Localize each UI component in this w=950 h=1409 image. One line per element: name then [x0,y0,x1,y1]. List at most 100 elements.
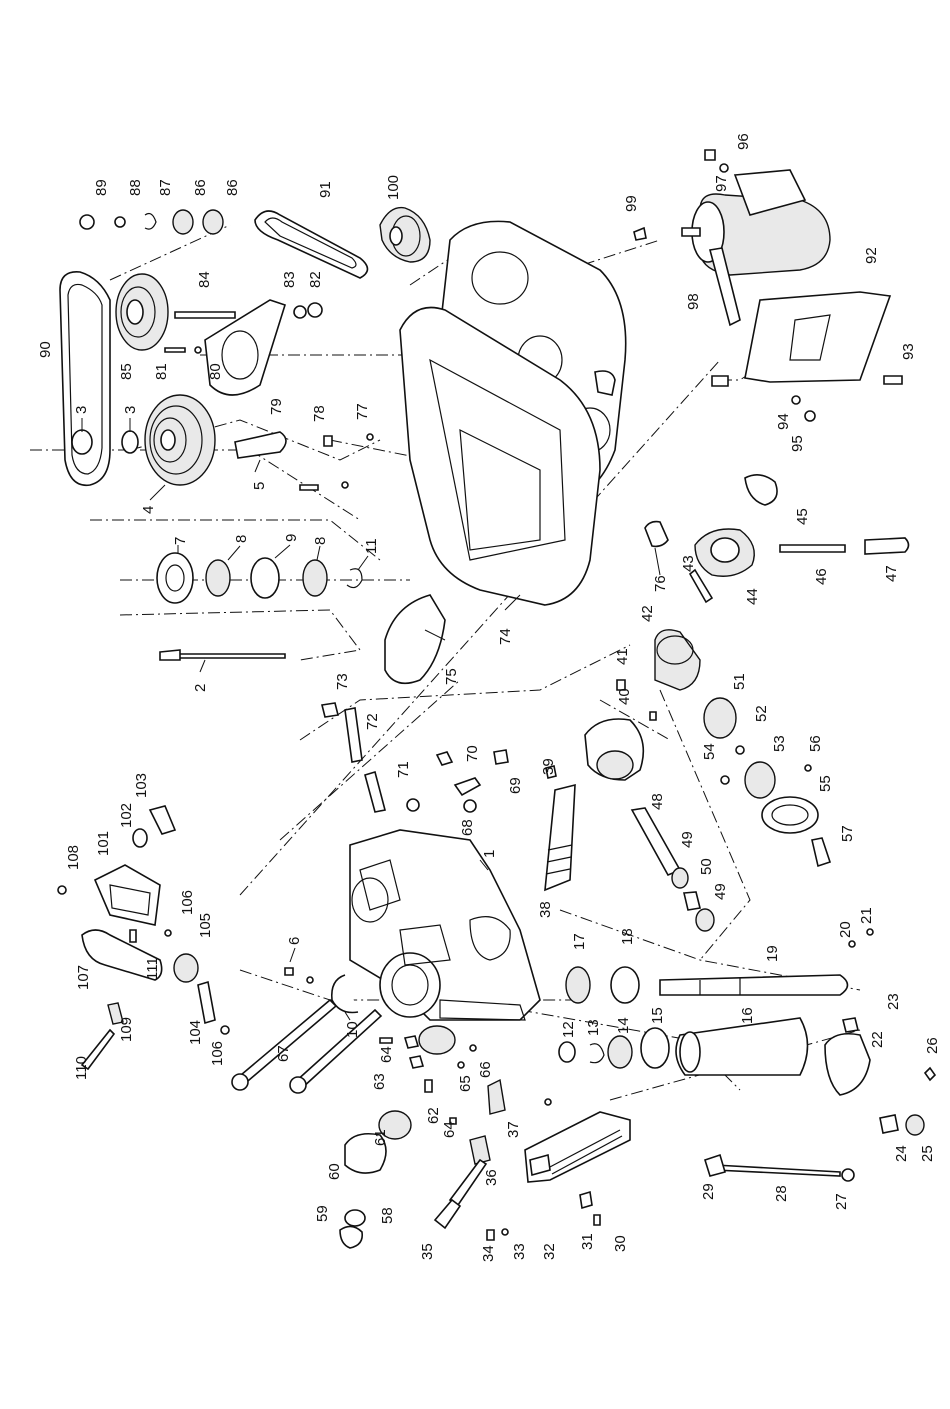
screw-24 [879,1114,899,1134]
washer-59 [344,1209,366,1227]
callout-38: 38 [537,901,554,918]
callout-58: 58 [379,1207,396,1224]
screw-78 [323,435,333,447]
callout-94: 94 [775,413,792,430]
sleeve-109 [107,1002,124,1025]
bolt-81 [164,347,186,353]
callout-31: 31 [579,1233,596,1250]
callout-21: 21 [858,907,875,924]
lower-hardware [339,1025,477,1249]
bearing-14 [607,1035,633,1069]
quill-16 [675,1017,809,1076]
callout-65: 65 [457,1075,474,1092]
callout-20: 20 [837,921,854,938]
guard-body [399,306,601,606]
spindle-19 [659,974,849,996]
callout-55: 55 [817,775,834,792]
nut-82 [307,302,323,318]
callout-8: 8 [233,535,250,543]
callout-91: 91 [317,181,334,198]
callout-78: 78 [311,405,328,422]
depth-stop-assembly [703,697,832,868]
callout-17: 17 [571,933,588,950]
bearing-17 [565,966,591,1004]
callout-23: 23 [885,993,902,1010]
bearing-3b [121,430,139,454]
callout-16: 16 [739,1007,756,1024]
callout-36: 36 [483,1169,500,1186]
nut-27 [841,1168,855,1182]
washer-88 [114,216,126,228]
washer-68a [406,798,420,812]
spacer-50 [683,891,701,911]
callout-14: 14 [615,1017,632,1034]
callout-33: 33 [511,1243,528,1260]
screw-111 [129,929,137,943]
pin-64b [449,1117,457,1125]
callout-11: 11 [363,538,380,554]
callout-93: 93 [900,343,917,360]
nut-12 [558,1041,576,1063]
bolt-97 [704,149,716,161]
pin-66 [469,1044,477,1052]
callout-4: 4 [140,506,157,514]
handle-lever [709,247,741,327]
nut-95 [804,410,816,422]
bearing-49a [671,867,689,889]
ring-87 [144,212,157,230]
callout-34: 34 [480,1245,497,1262]
cap-58 [339,1225,364,1249]
callout-15: 15 [649,1007,666,1024]
screw-34 [486,1229,495,1241]
callout-74: 74 [497,628,514,645]
callout-32: 32 [541,1243,558,1260]
callout-77: 77 [354,403,371,420]
callout-52: 52 [753,705,770,722]
ring-15 [640,1027,670,1069]
callout-92: 92 [863,247,880,264]
washer-68 [463,799,477,813]
callout-79: 79 [268,398,285,415]
pinion-38 [544,783,576,892]
callout-57: 57 [839,825,856,842]
rod-67a [233,998,338,1088]
knob-45 [744,474,778,506]
gear-42 [654,629,701,691]
screw-6 [284,967,294,976]
callout-25: 25 [919,1145,936,1162]
callout-61: 61 [372,1129,389,1146]
callout-71: 71 [395,761,412,778]
callout-46: 46 [813,568,830,585]
callout-69: 69 [507,777,524,794]
callout-70: 70 [464,745,481,762]
gear-61 [378,1110,412,1140]
head-casting-1 [349,829,541,1021]
callout-109: 109 [118,1017,135,1042]
callout-39: 39 [540,758,557,775]
motor-pulley-group [254,206,431,279]
callout-44: 44 [744,588,761,605]
bearing-86a [172,209,194,235]
bushing-76 [644,520,669,548]
callout-5: 5 [251,482,268,490]
washer-80 [194,346,202,354]
callout-98: 98 [685,293,702,310]
callout-42: 42 [639,605,656,622]
screw-23 [842,1017,859,1033]
cover-7 [156,552,194,604]
callout-73: 73 [334,673,351,690]
grip-47 [864,537,910,555]
callout-49: 49 [712,883,729,900]
callout-9: 9 [283,534,300,542]
callout-82: 82 [307,271,324,288]
washer-96 [719,163,729,173]
pin-64a [379,1037,393,1044]
callout-7: 7 [172,537,189,545]
quill-parts [558,928,874,1096]
callout-102: 102 [118,803,135,828]
callout-51: 51 [731,673,748,690]
callout-10: 10 [344,1021,361,1038]
washer-83 [293,305,307,319]
callout-3: 3 [122,406,139,414]
callout-2: 2 [192,684,209,692]
